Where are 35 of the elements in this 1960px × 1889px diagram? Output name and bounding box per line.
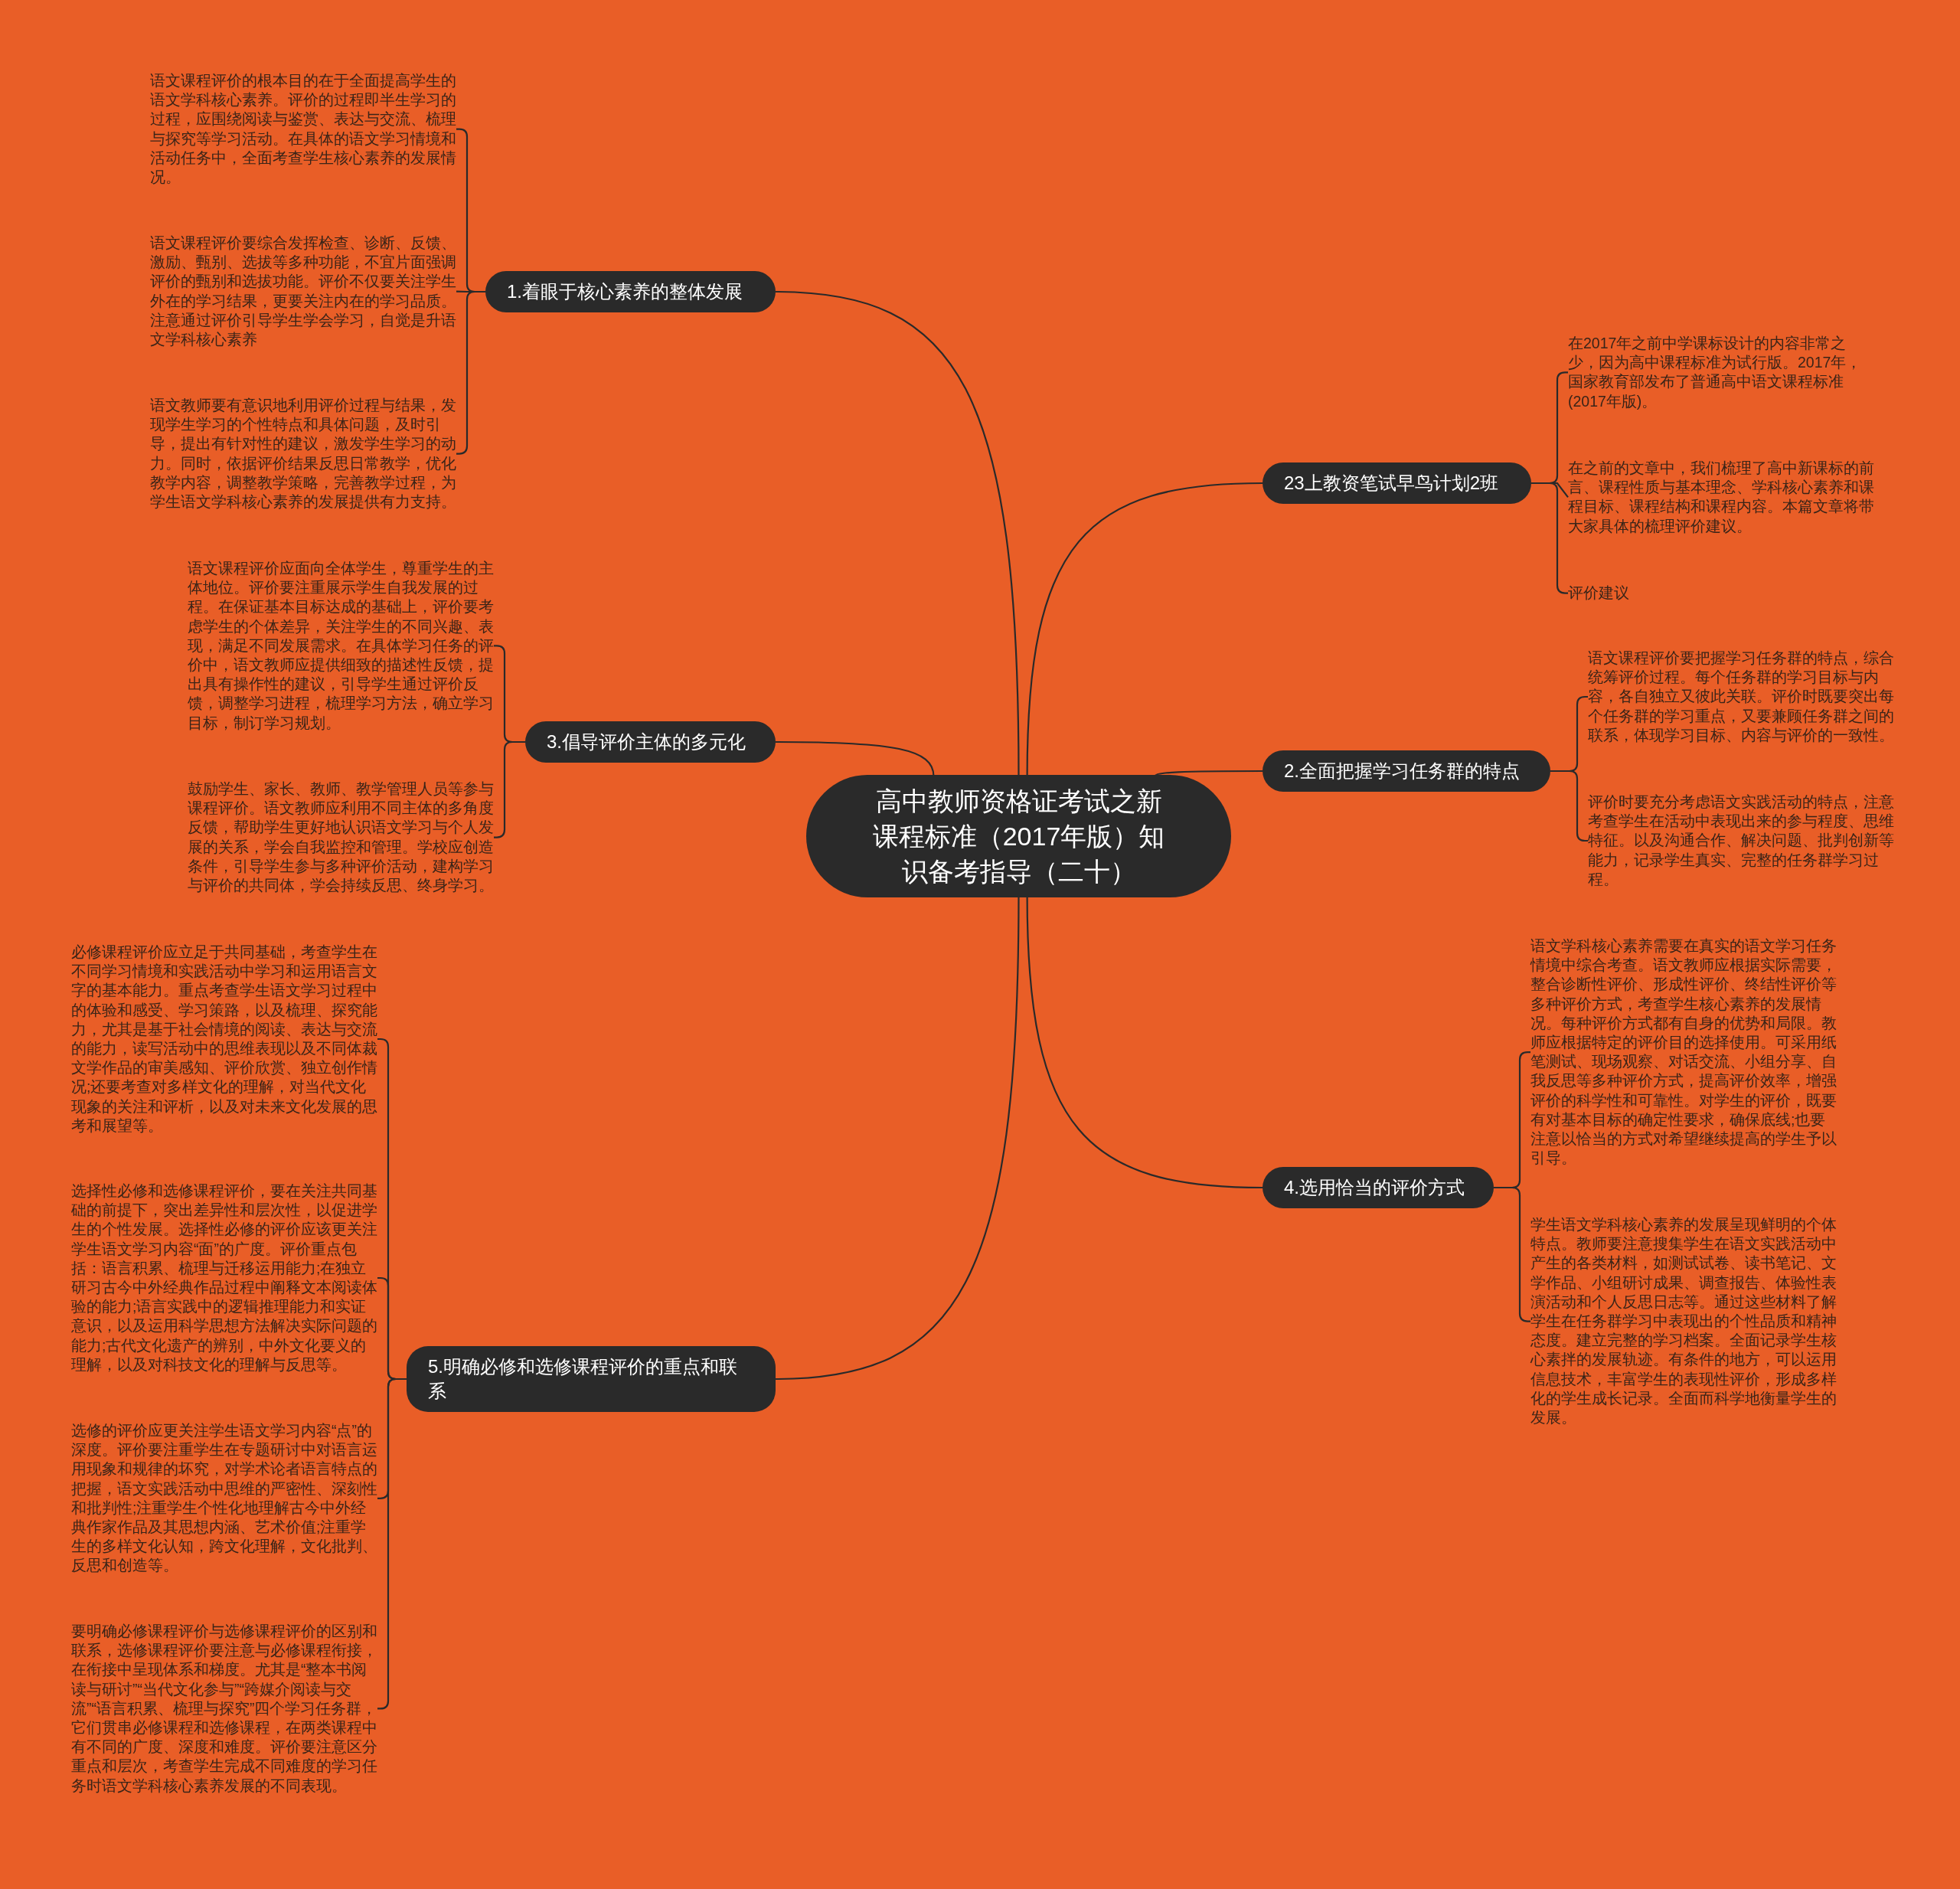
note-text: 学生语文学科核心素养的发展呈现鲜明的个体特点。教师要注意搜集学生在语文实践活动中产生的各类材料，如测试试卷、读书笔记、文学作品、小组研讨成果、调查报告、体验性表演活动和个人反思日志等。通过这些材料了解学生在任务群学习中表现出的个性品质和精神态度。建立完整的学习档案。全面记录学生核心素拌的发展轨迹。有条件的地方，可以运用信息技术，丰富学生的表现性评价，形成多样化的学生成长记录。全面而科学地衡量学生的发展。 bbox=[1530, 1215, 1837, 1428]
connector-line bbox=[377, 1378, 407, 1710]
topic-pill: 1.着眼于核心素养的整体发展 bbox=[485, 271, 776, 312]
connector-line bbox=[776, 740, 935, 777]
note-text: 语文课程评价要综合发挥检查、诊断、反馈、激励、甄别、选拔等多种功能，不宜片面强调评价的甄别和选拔功能。评价不仅要关注学生外在的学习结果，更要关注内在的学习品质。注意通过评价引导学生学会学习，自觉是升语文学科核心素养 bbox=[150, 234, 456, 350]
note-text: 选修的评价应更关注学生语文学习内容“点”的深度。评价要注重学生在专题研讨中对语言运用现象和规律的坏究，对学术论者语言特点的把握，语文实践活动中思维的严密性、深刻性和批判性;注重学生个性化地理解古今中外经典作家作品及其思想内涵、艺术价值;注重学生的多样文化认知，跨文化理解，文化批判、反思和创造等。 bbox=[71, 1421, 377, 1576]
note-text: 必修课程评价应立足于共同基础，考查学生在不同学习情境和实践活动中学习和运用语言文字的基本能力。重点考查学生语文学习过程中的体验和感受、学习策路，以及梳理、探究能力，尤其是基于社会情境的阅读、表达与交流的能力，读写活动中的思维表现以及不同体裁文学作品的审美感知、评价欣赏、独立创作情况;还要考查对多样文化的理解，对当代文化现象的关注和评析，以及对未来文化发展的思考和展望等。 bbox=[71, 943, 377, 1136]
connector-line bbox=[1531, 482, 1568, 594]
note-text: 语文教师要有意识地利用评价过程与结果，发现学生学习的个性特点和具体问题，及时引导，提出有针对性的建议，激发学生学习的动力。同时，依据评价结果反思日常教学，优化教学内容，调整教学策略，完善教学过程，为学生语文学科核心素养的发展提供有力支持。 bbox=[150, 396, 456, 512]
central-topic: 高中教师资格证考试之新课程标准（2017年版）知识备考指导（二十） bbox=[806, 775, 1231, 897]
note-text: 语文课程评价的根本目的在于全面提高学生的语文学科核心素养。评价的过程即半生学习的过程，应围绕阅读与鉴赏、表达与交流、梳理与探究等学习活动。在具体的语文学习情境和活动任务中，全面考查学生核心素养的发展情况。 bbox=[150, 71, 456, 188]
topic-pill: 3.倡导评价主体的多元化 bbox=[525, 721, 776, 763]
topic-pill: 2.全面把握学习任务群的特点 bbox=[1263, 750, 1550, 792]
topic-pill: 23上教资笔试早鸟计划2班 bbox=[1263, 462, 1531, 504]
connector-line bbox=[1026, 895, 1263, 1189]
topic-pill: 5.明确必修和选修课程评价的重点和联系 bbox=[407, 1346, 776, 1412]
note-text: 要明确必修课程评价与选修课程评价的区别和联系，选修课程评价要注意与必修课程衔接，在衔接中呈现体系和梯度。尤其是“整本书阅读与研讨”“当代文化参与”“跨媒介阅读与交流”“语言积累、梳理与探究”四个学习任务群，它们贯串必修课程和选修课程，在两类课程中有不同的广度、深度和难度。评价要注意区分重点和层次，考查学生完成不同难度的学习任务时语文学科核心素养发展的不同表现。 bbox=[71, 1622, 377, 1796]
connector-line bbox=[456, 290, 485, 455]
note-text: 评价建议 bbox=[1568, 583, 1874, 603]
connector-line bbox=[1026, 482, 1263, 777]
note-text: 语文课程评价要把握学习任务群的特点，综合统筹评价过程。每个任务群的学习目标与内容，各自独立又彼此关联。评价时既要突出每个任务群的学习重点，又要兼顾任务群之间的联系，体现学习目标、内容与评价的一致性。 bbox=[1588, 649, 1894, 745]
note-text: 在2017年之前中学课标设计的内容非常之少，因为高中课程标准为试行版。2017年，国家教育部发布了普通高中语文课程标准(2017年版)。 bbox=[1568, 334, 1874, 411]
note-text: 评价时要充分考虑语文实践活动的特点，注意考查学生在活动中表现出来的参与程度、思维特征。以及沟通合作、解决问题、批判创新等能力，记录学生真实、完整的任务群学习过程。 bbox=[1588, 793, 1894, 889]
connector-line bbox=[494, 740, 525, 838]
connector-line bbox=[1154, 770, 1263, 777]
note-text: 选择性必修和选修课程评价，要在关注共同基础的前提下，突出差异性和层次性，以促进学生的个性发展。选择性必修的评价应该更关注学生语文学习内容“面”的广度。评价重点包括：语言积累、梳理与迁移运用能力;在独立研习古今中外经典作品过程中阐释文本阅读体验的能力;语言实践中的逻辑推理能力和实证意识，以及运用科学思想方法解决实际问题的能力;古代文化遗产的辨别，中外文化要义的理解，以及对科技文化的理解与反思等。 bbox=[71, 1181, 377, 1375]
topic-pill: 4.选用恰当的评价方式 bbox=[1263, 1167, 1494, 1208]
note-text: 在之前的文章中，我们梳理了高中新课标的前言、课程性质与基本理念、学科核心素养和课程目标、课程结构和课程内容。本篇文章将带大家具体的梳理评价建议。 bbox=[1568, 459, 1874, 536]
note-text: 鼓励学生、家长、教师、教学管理人员等参与课程评价。语文教师应利用不同主体的多角度反馈，帮助学生更好地认识语文学习与个人发展的关系，学会自我监控和管理。学校应创造条件，引导学生参与多种评价活动，建构学习与评价的共同体，学会持续反思、终身学习。 bbox=[188, 779, 494, 896]
connector-line bbox=[1550, 770, 1588, 842]
connector-line bbox=[775, 896, 1020, 1381]
connector-line bbox=[1494, 1186, 1530, 1322]
connector-line bbox=[775, 290, 1020, 776]
note-text: 语文学科核心素养需要在真实的语文学习任务情境中综合考查。语文教师应根据实际需要，整合诊断性评价、形成性评价、终结性评价等多种评价方式，考查学生核心素养的发展情况。每种评价方式都有自身的优势和局限。教师应根据特定的评价目的选择使用。可采用纸笔测试、现场观察、对话交流、小组分享、自我反思等多种评价方式，提高评价效率，增强评价的科学性和可靠性。对学生的评价，既要有对基本目标的确定性要求，确保底线;也要注意以恰当的方式对希望继续提高的学生予以引导。 bbox=[1530, 936, 1837, 1168]
note-text: 语文课程评价应面向全体学生，尊重学生的主体地位。评价要注重展示学生自我发展的过程。在保证基本目标达成的基础上，评价要考虑学生的个体差异，关注学生的不同兴趣、表现，满足不同发展需求。在具体学习任务的评价中，语文教师应提供细致的描述性反馈，提出具有操作性的建议，引导学生通过评价反馈，调整学习进程，梳理学习方法，确立学习目标，制订学习规划。 bbox=[188, 559, 494, 733]
